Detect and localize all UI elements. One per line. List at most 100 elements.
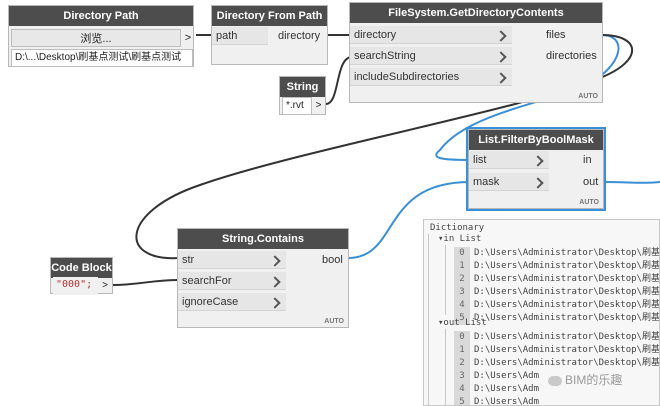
node-title: Directory Path	[9, 6, 193, 26]
browse-button[interactable]: 浏览...	[11, 29, 181, 47]
chevron-right-icon	[532, 155, 544, 167]
preview-in-text: in List	[443, 234, 482, 244]
node-directory-path[interactable]: Directory Path 浏览... > D:\...\Desktop\刷基…	[8, 5, 194, 67]
list-index: 5	[454, 396, 470, 405]
preview-list-item: 2 D:\Users\Administrator\Desktop\刷基	[454, 273, 660, 286]
list-value: D:\Users\Administrator\Desktop\刷基	[474, 261, 660, 271]
run-mode-badge: AUTO	[324, 318, 344, 325]
wire-files-to-filter-list	[435, 34, 620, 161]
list-index: 5	[454, 312, 470, 325]
port-label: str	[182, 254, 195, 266]
output-port[interactable]: >	[184, 32, 192, 44]
output-port-directory[interactable]: directory	[272, 27, 328, 45]
wire-string-to-searchstring	[325, 56, 353, 105]
run-mode-badge: AUTO	[579, 199, 599, 206]
preview-list-item: 0 D:\Users\Administrator\Desktop\刷基	[454, 247, 660, 260]
input-port-directory[interactable]: directory	[350, 26, 512, 44]
node-title: FileSystem.GetDirectoryContents	[350, 3, 602, 23]
output-port-out[interactable]: out	[577, 173, 605, 191]
node-code-block[interactable]: Code Block "000"; >	[50, 257, 113, 295]
chevron-right-icon	[269, 255, 281, 267]
list-index: 3	[454, 370, 470, 383]
port-label: files	[546, 29, 566, 41]
chevron-right-icon	[495, 30, 507, 42]
node-title: String	[280, 77, 325, 97]
wire-out-to-right	[603, 181, 660, 184]
list-value: D:\Users\Administrator\Desktop\刷基	[474, 287, 660, 297]
node-title: List.FilterByBoolMask	[469, 130, 603, 150]
input-port-ignorecase[interactable]: ignoreCase	[178, 293, 286, 311]
list-value: D:\Users\Administrator\Desktop\刷基	[474, 274, 660, 284]
node-get-directory-contents[interactable]: FileSystem.GetDirectoryContents director…	[349, 2, 603, 103]
output-port[interactable]: >	[315, 100, 322, 111]
input-port-includesubdirectories[interactable]: includeSubdirectories	[350, 68, 512, 86]
list-index: 4	[454, 383, 470, 396]
tree-guide-line	[445, 245, 446, 315]
path-value-field: D:\...\Desktop\刷基点测试\刷基点测试	[11, 49, 193, 67]
wire-files-to-string-contains	[135, 34, 633, 260]
preview-list-item: 4 D:\Users\Administrator\Desktop\刷基	[454, 299, 660, 312]
list-index: 0	[454, 247, 470, 260]
preview-list-item: 5 D:\Users\Adm	[454, 396, 540, 406]
input-port-mask[interactable]: mask	[469, 173, 549, 191]
port-label: directories	[546, 50, 597, 62]
input-port-path[interactable]: path	[212, 27, 268, 45]
chevron-right-icon	[495, 72, 507, 84]
collapse-triangle-icon: ▾	[438, 234, 444, 244]
output-port-in[interactable]: in	[577, 151, 605, 169]
node-string-contains[interactable]: String.Contains str searchFor ignoreCase…	[177, 228, 349, 328]
port-label: directory	[278, 30, 321, 42]
output-port-files[interactable]: files	[540, 26, 602, 44]
node-string[interactable]: String *.rvt >	[279, 76, 326, 115]
node-filter-by-bool-mask[interactable]: List.FilterByBoolMask list mask in out A…	[466, 127, 606, 211]
list-index: 4	[454, 299, 470, 312]
list-value: D:\Users\Administrator\Desktop\刷基	[474, 300, 660, 310]
preview-list-item: 5 D:\Users\Administrator\Desktop\刷基	[454, 312, 660, 325]
input-port-list[interactable]: list	[469, 151, 549, 169]
port-label: in	[583, 154, 592, 166]
port-label: bool	[322, 254, 343, 266]
list-value: D:\Users\Administrator\Desktop\刷基	[474, 313, 660, 323]
preview-list-item: 3 D:\Users\Adm	[454, 370, 539, 383]
output-port-bool[interactable]: bool	[316, 251, 350, 269]
list-value: D:\Users\Adm	[474, 371, 540, 381]
port-label: out	[583, 176, 599, 188]
preview-out-label[interactable]: ▾out List	[438, 317, 487, 330]
list-value: D:\Users\Administrator\Desktop\刷基	[474, 358, 660, 368]
wire-bool-to-mask	[347, 181, 471, 259]
input-port-searchfor[interactable]: searchFor	[178, 272, 286, 290]
tree-guide-line	[428, 234, 429, 405]
list-value: D:\Users\Administrator\Desktop\刷基	[474, 248, 660, 258]
preview-in-label[interactable]: ▾in List	[438, 233, 481, 246]
output-port[interactable]: >	[102, 280, 108, 291]
chevron-right-icon	[269, 297, 281, 309]
list-index: 3	[454, 286, 470, 299]
chat-bubble-icon	[548, 375, 562, 386]
preview-root-label: Dictionary	[430, 223, 485, 233]
list-value: D:\Users\Adm	[474, 397, 540, 406]
node-directory-from-path[interactable]: Directory From Path path directory	[211, 5, 328, 65]
list-index: 1	[454, 344, 470, 357]
port-label: list	[473, 154, 487, 166]
collapse-triangle-icon: ▾	[438, 318, 444, 328]
string-value-field[interactable]: *.rvt	[282, 97, 312, 115]
tree-guide-line	[445, 329, 446, 405]
input-port-str[interactable]: str	[178, 251, 286, 269]
node-title: Directory From Path	[212, 6, 327, 26]
code-editor[interactable]: "000";	[53, 277, 98, 295]
node-title: String.Contains	[178, 229, 348, 249]
chevron-right-icon	[269, 276, 281, 288]
run-mode-badge: AUTO	[578, 93, 598, 100]
port-label: path	[216, 30, 238, 42]
input-port-searchstring[interactable]: searchString	[350, 47, 512, 65]
list-value: D:\Users\Adm	[474, 384, 540, 394]
list-index: 0	[454, 331, 470, 344]
output-port-directories[interactable]: directories	[540, 47, 602, 65]
node-title: Code Block	[51, 258, 112, 278]
list-index: 2	[454, 273, 470, 286]
preview-list-item: 4 D:\Users\Adm	[454, 383, 539, 396]
